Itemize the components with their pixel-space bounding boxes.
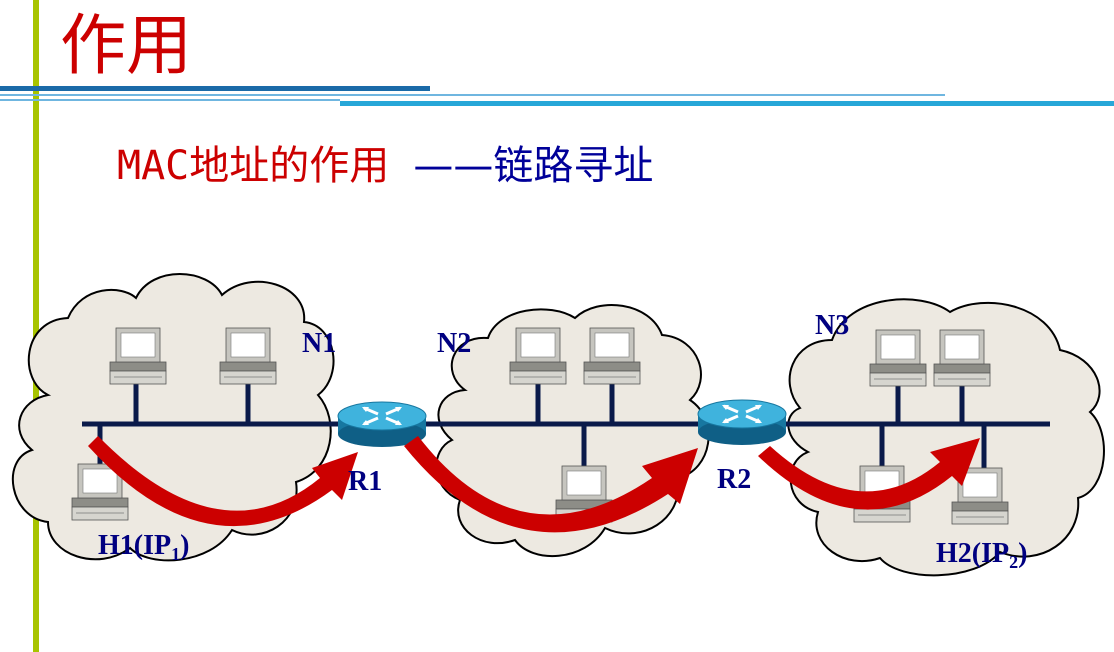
host-label-h1: H1(IP1) bbox=[98, 530, 189, 564]
subtitle-dash: —— bbox=[413, 143, 494, 189]
subtitle-topic: 链路寻址 bbox=[493, 143, 654, 189]
computer-icon bbox=[509, 327, 567, 385]
computer-icon bbox=[933, 329, 991, 387]
network-label-n1: N1 bbox=[302, 328, 336, 359]
computer-icon bbox=[869, 329, 927, 387]
network-label-n3: N3 bbox=[815, 310, 849, 341]
subtitle-main: MAC地址的作用 bbox=[117, 143, 390, 189]
hop-arrow bbox=[758, 438, 980, 510]
router-icon bbox=[696, 398, 788, 447]
title-rule-bottom bbox=[0, 99, 340, 101]
title-rule-top bbox=[0, 86, 430, 91]
title-rule-long bbox=[340, 101, 1114, 106]
bus-lines bbox=[82, 384, 1050, 470]
network-label-n2: N2 bbox=[437, 328, 471, 359]
host-label-h2: H2(IP2) bbox=[936, 538, 1027, 572]
computer-icon bbox=[109, 327, 167, 385]
hop-arrow bbox=[404, 436, 698, 533]
hop-arrows bbox=[88, 436, 980, 533]
title-rule-top-thin bbox=[0, 94, 945, 96]
hop-arrow bbox=[88, 436, 358, 527]
router-label-r1: R1 bbox=[348, 466, 382, 497]
left-accent-bar bbox=[33, 0, 39, 652]
cloud-n1 bbox=[11, 273, 335, 562]
slide-subtitle: MAC地址的作用 ——链路寻址 bbox=[117, 140, 653, 192]
computer-icon bbox=[219, 327, 277, 385]
computer-icon bbox=[583, 327, 641, 385]
slide-title: 作用 bbox=[60, 7, 192, 84]
router-label-r2: R2 bbox=[717, 464, 751, 495]
